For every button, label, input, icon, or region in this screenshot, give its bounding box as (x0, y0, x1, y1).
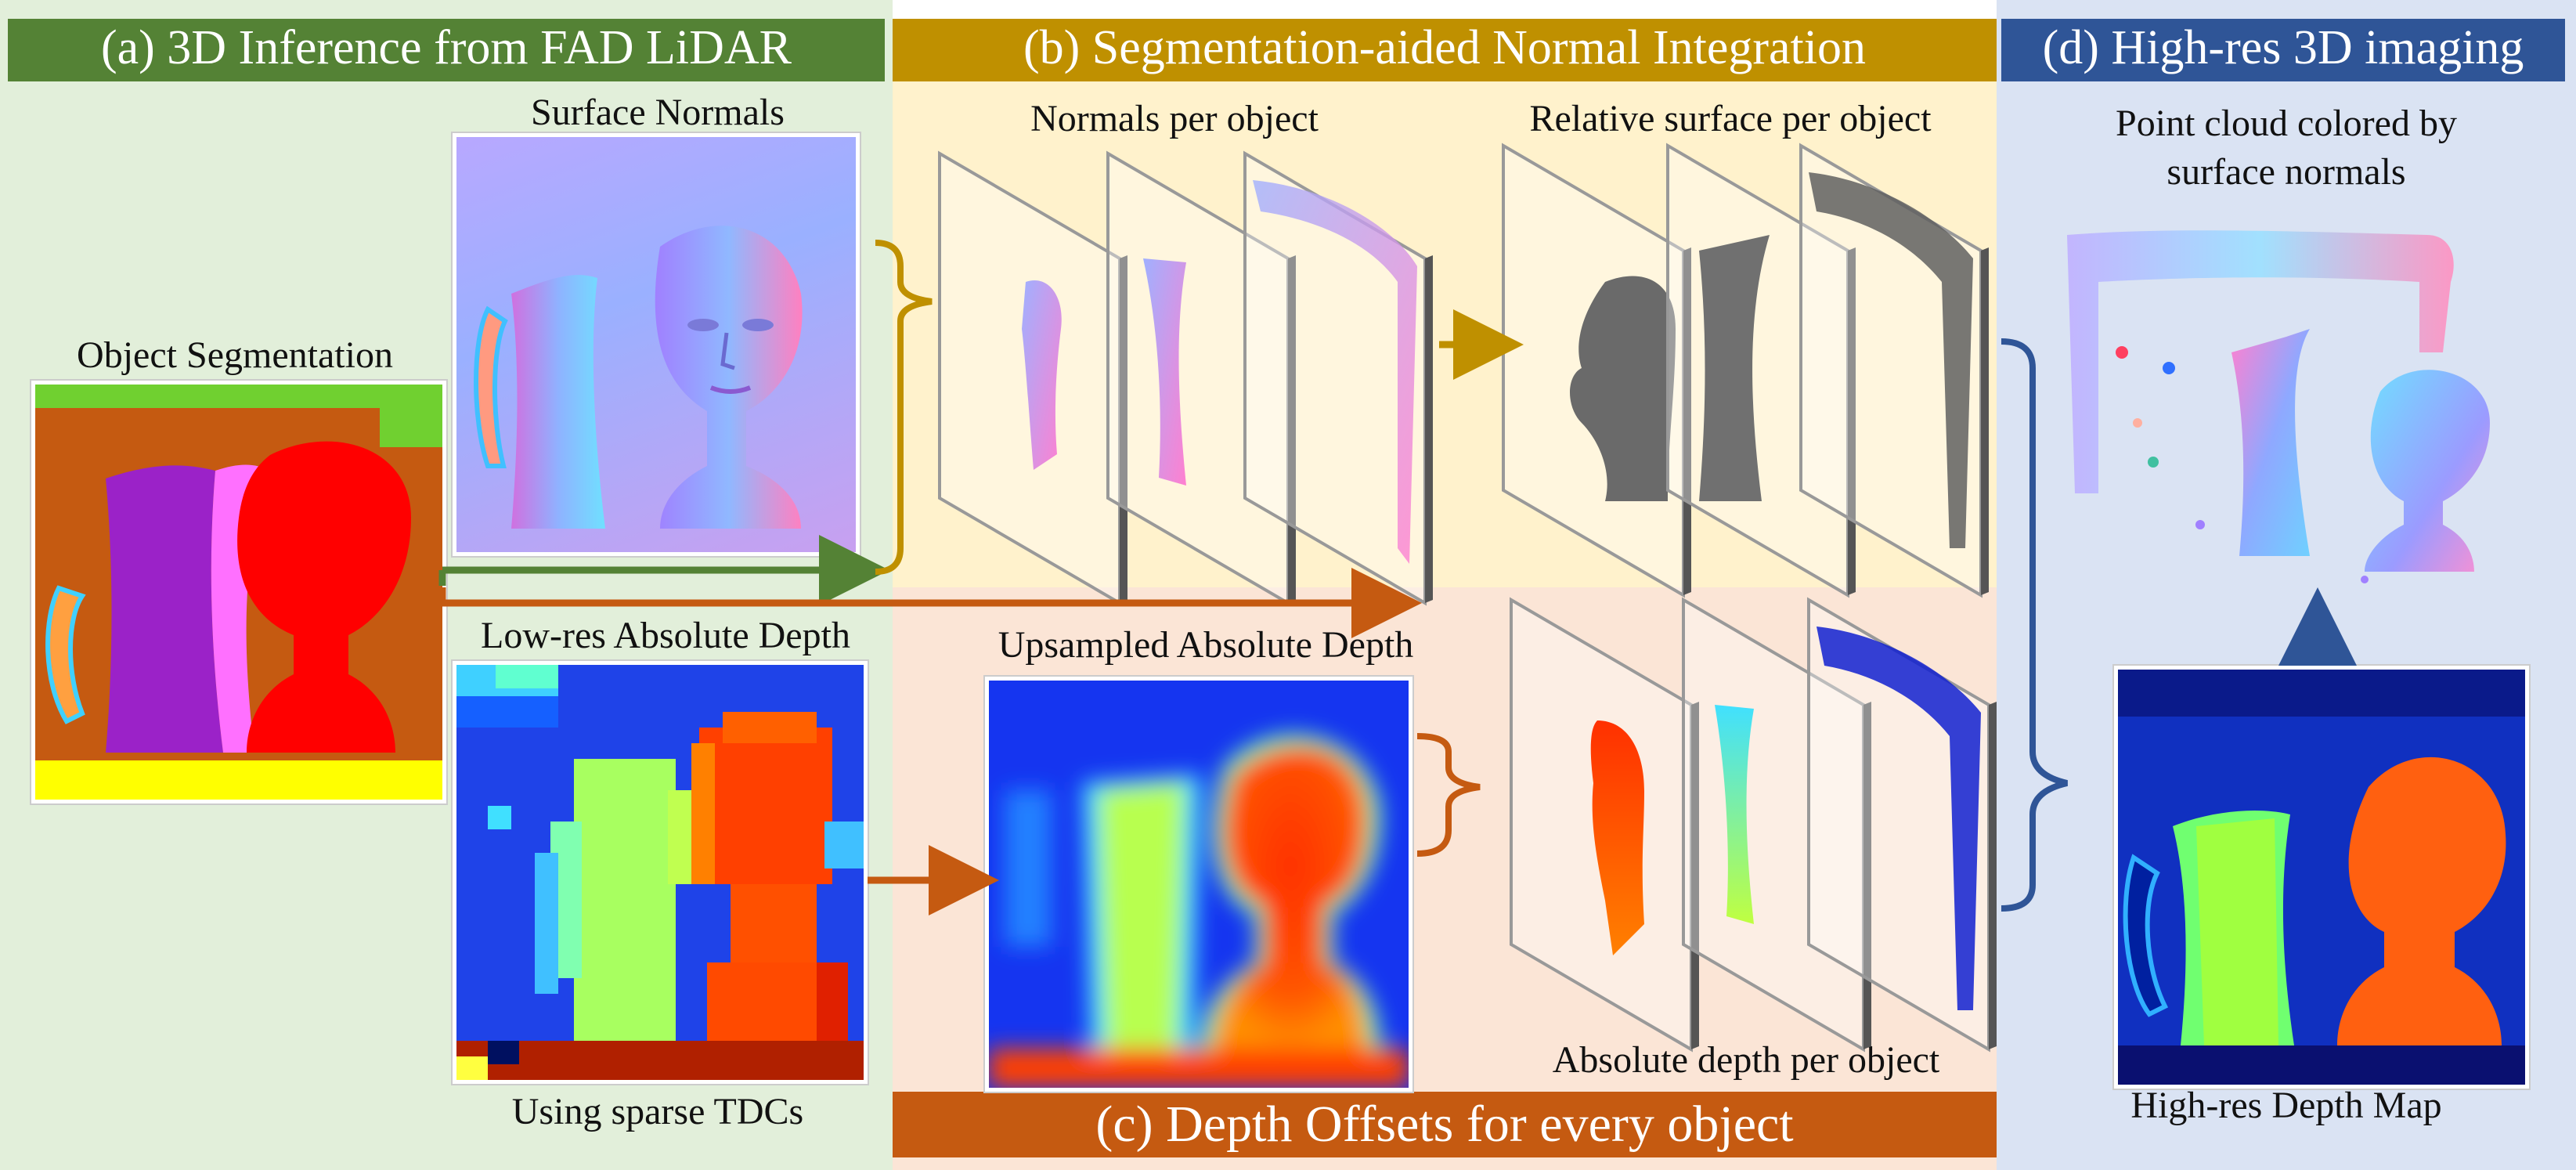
header-c: (c) Depth Offsets for every object (893, 1092, 1997, 1157)
absolute-depth-layer-stack (1510, 597, 1997, 1053)
label-low-res-depth: Low-res Absolute Depth (481, 615, 850, 656)
panel-b-background (893, 78, 1997, 587)
header-d: (d) High-res 3D imaging (2001, 19, 2565, 81)
label-object-segmentation: Object Segmentation (77, 334, 393, 376)
label-relative-surface: Relative surface per object (1529, 98, 1932, 139)
label-absolute-depth-per-object: Absolute depth per object (1552, 1039, 1940, 1081)
high-res-depth-image (2114, 666, 2529, 1089)
relative-surface-layer-stack (1502, 143, 1989, 598)
low-res-depth-image (453, 661, 868, 1084)
label-point-cloud-line2: surface normals (2167, 151, 2406, 193)
label-point-cloud-line1: Point cloud colored by (2116, 103, 2457, 144)
object-segmentation-image (31, 381, 446, 803)
point-cloud-image (2051, 211, 2521, 603)
label-sparse-tdcs: Using sparse TDCs (511, 1091, 804, 1132)
normals-layer-stack (938, 150, 1433, 606)
label-high-res-depth: High-res Depth Map (2130, 1085, 2442, 1126)
header-a: (a) 3D Inference from FAD LiDAR (8, 19, 885, 81)
upsampled-depth-image (985, 677, 1412, 1092)
label-upsampled-depth: Upsampled Absolute Depth (998, 624, 1414, 666)
label-normals-per-object: Normals per object (1030, 98, 1319, 139)
header-b: (b) Segmentation-aided Normal Integratio… (893, 19, 1997, 81)
label-surface-normals: Surface Normals (531, 92, 785, 133)
surface-normals-image (453, 133, 860, 556)
